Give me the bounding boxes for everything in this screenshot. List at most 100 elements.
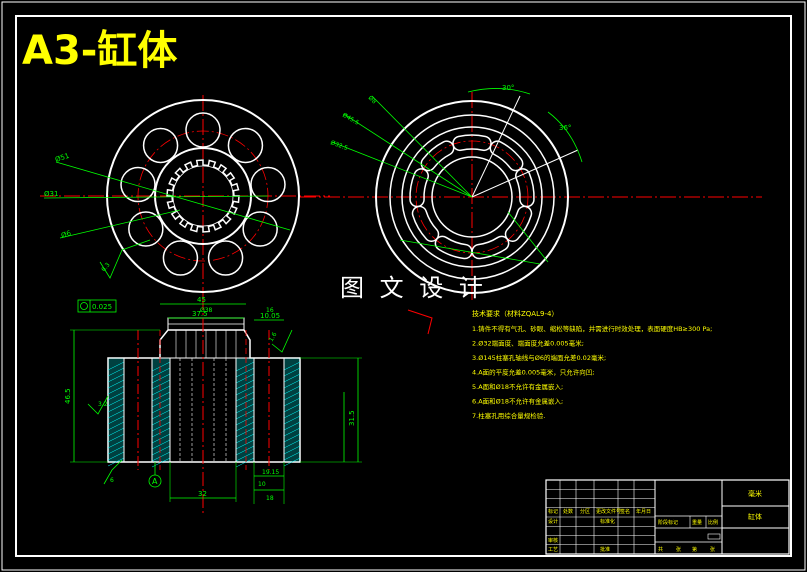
title-block: 毫米 缸体 标记 处数 分区 更改文件号 签名 年月日 设计 标准化 审核 工艺… [545,479,790,555]
section-hatch-line [107,433,125,443]
section-hatch-line [107,415,125,425]
section-hatch-line [107,379,125,389]
datum-label: A [152,477,158,486]
left-roughness-symbol [99,239,151,279]
tb-left-3: 分区 [580,508,590,515]
right-view-ring-1 [389,114,555,280]
section-hatch-line [107,373,125,383]
section-hatch-line [283,403,301,413]
right-view-kidney-port [434,235,473,260]
right-view-ring-2 [401,126,543,268]
tb-mid2-3: 第 [692,546,697,553]
dim-bottom-r2: 10 [258,481,266,488]
tb-small-box [707,533,721,540]
section-hatch-line [235,373,255,384]
right-view-kidney-ports [409,134,535,260]
section-hatch-line [283,433,301,443]
section-wall-center-left [151,357,171,463]
section-hatch-line [283,439,301,449]
tb-left-2: 处数 [563,508,573,515]
right-dim-a: Ø8 [367,94,378,105]
right-dim-b: Ø45.5 [341,112,360,127]
right-angle-line-1 [471,95,521,198]
section-hatch-line [235,421,255,432]
right-angle-line-2 [471,149,579,198]
dim-top-inner: 37.5 [192,310,208,318]
flatness-frame [77,299,117,313]
section-hatch-line [151,385,171,396]
section-hatch-line [235,433,255,444]
datum-circle [148,474,162,488]
right-view-kidney-port [409,168,429,208]
watermark: 图 文 设 计 [340,274,487,302]
section-hatch-line [151,445,171,456]
section-boss-ticks [175,330,237,358]
roughness-bottom: 6 [110,477,114,484]
right-angle-arc-1 [467,88,531,95]
section-hatch-line [107,391,125,401]
dim-top-total: 45 [197,296,206,304]
technical-notes: 技术要求（材料ZQAL9-4） 1.铸件不得有气孔、砂眼、缩松等缺陷，并需进行时… [472,309,712,420]
section-hatch-line [151,409,171,420]
left-view-bore [242,211,278,247]
flatness-value: 0.025 [92,303,112,311]
section-hatch-line [283,445,301,455]
left-view-bore [120,166,156,203]
dim-inner-height: 31.5 [348,410,356,426]
section-hatch-line [235,361,255,372]
section-outline [107,329,301,463]
roughness-left: 3.2 [98,401,108,408]
section-hatch-line [107,457,125,467]
section-hatch-line [283,457,301,467]
dim-height: 46.5 [64,388,72,404]
section-hatch-line [151,379,171,390]
dim-bottom-r1: 19.15 [262,469,279,476]
notes-list: 1.铸件不得有气孔、砂眼、缩松等缺陷，并需进行时效处理，表面硬度HB≥300 P… [472,324,712,420]
section-hatch-line [283,361,301,371]
section-hatch-line [151,391,171,402]
section-hatch-line [235,403,255,414]
right-dim-e-leader [507,211,549,263]
drawing-border [15,15,792,557]
right-view-outer-circle [375,100,569,294]
title-block-grid [546,480,707,554]
right-section-arrow [407,309,433,335]
section-hatch-line [235,379,255,390]
left-dim-outer-leader [55,161,291,231]
tb-left-1: 标记 [548,508,558,515]
section-hatch-line [283,373,301,383]
left-view-bore [227,127,264,164]
dim-right-top: 10.05 [260,312,280,320]
tb-material: 毫米 [748,489,762,498]
section-wall-left [107,357,125,463]
section-hatch-line [107,409,125,419]
section-hatch-line [151,421,171,432]
section-hatch-line [235,367,255,378]
section-wall-right [283,357,301,463]
section-hatch-line [151,439,171,450]
tb-mid-3: 比例 [708,519,718,526]
dim-bottom-r3: 18 [266,495,274,502]
dim-top-small: Ø38 [200,307,213,314]
dim-right-top2: 16 [266,307,274,314]
section-hatch-line [151,361,171,372]
section-hatch-line [235,385,255,396]
section-view: 0.025 45 37.5 Ø38 10.05 16 1.6 [64,296,362,516]
right-view-kidney-port [515,168,535,208]
left-view-bore [207,240,244,276]
section-hatch-line [235,451,255,462]
section-hatch-line [107,421,125,431]
right-view-ring-3 [431,156,513,238]
section-hatch-line [283,367,301,377]
left-dim-outer: Ø51 [54,152,70,164]
right-view-kidney-port [420,140,455,172]
left-view-bore [185,112,221,148]
section-hatch-line [151,373,171,384]
left-dim-pitch: Ø31 [44,190,58,198]
section-hatch-line [151,427,171,438]
section-hatch-line [283,451,301,461]
notes-item: 6.A面和Ø18不允许有金属嵌入; [472,397,563,406]
dim-bottom: 32 [198,490,207,498]
tb-mid-2: 重量 [692,519,702,526]
